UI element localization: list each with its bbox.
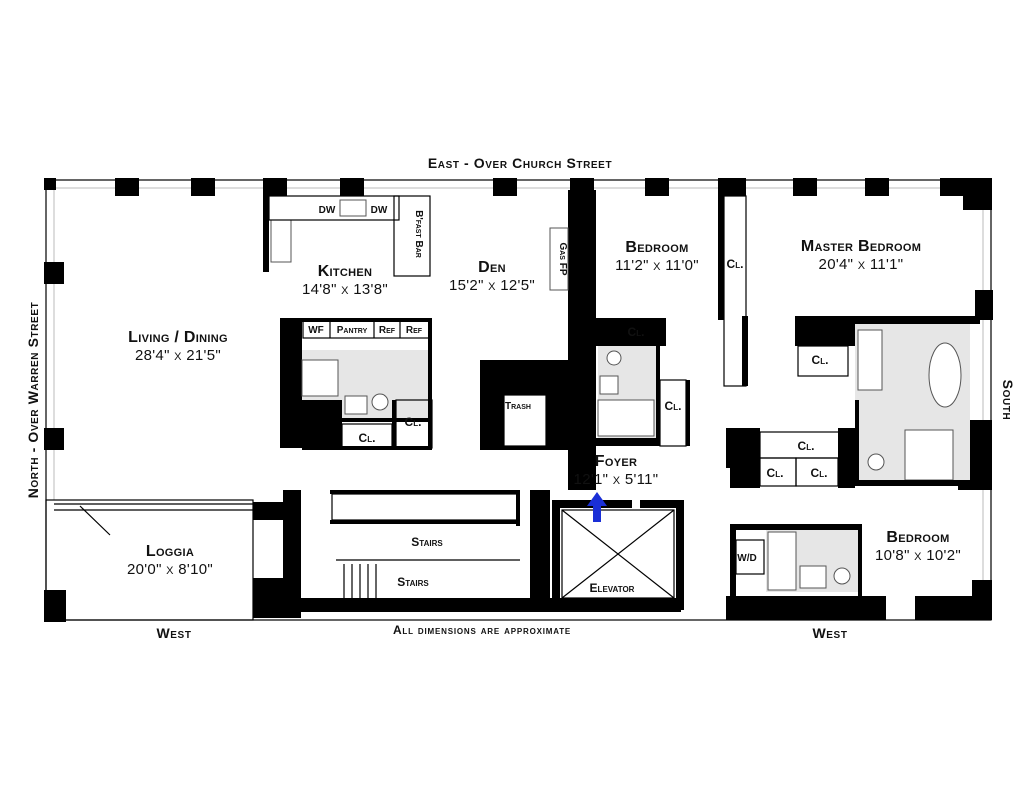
up-arrow-icon	[587, 492, 607, 522]
stairs-label-1: Stairs	[411, 535, 443, 549]
kitchen-dims: 14'8" x 13'8"	[302, 281, 388, 298]
closet-label-master-1: Cl.	[812, 353, 829, 367]
loggia-name: Loggia	[146, 543, 194, 560]
ref-label-2: Ref	[406, 325, 423, 336]
north-street-label: North - Over Warren Street	[25, 302, 41, 499]
bfast-bar-label: B'fast Bar	[413, 210, 424, 258]
closet-label-divider: Cl.	[727, 257, 744, 271]
den-name: Den	[478, 259, 506, 276]
east-facade-columns	[44, 178, 992, 210]
wd-label: W/D	[737, 553, 756, 564]
wf-label: WF	[308, 325, 324, 336]
dw-label-1: DW	[319, 205, 336, 216]
closet-label-kitchen-2: Cl.	[359, 431, 376, 445]
kitchen-area	[263, 192, 431, 277]
dimensions-note: All dimensions are approximate	[393, 623, 571, 637]
bedroom1-name: Bedroom	[625, 239, 688, 256]
bedroom2-dims: 10'8" x 10'2"	[875, 547, 961, 564]
closet-label-master-3: Cl.	[767, 466, 784, 480]
west-street-label-right: West	[812, 625, 847, 641]
living-dims: 28'4" x 21'5"	[135, 347, 221, 364]
living-name: Living / Dining	[128, 329, 228, 346]
kitchen-name: Kitchen	[318, 263, 373, 280]
south-street-label: South	[1000, 380, 1016, 421]
foyer-dims: 12'1" x 5'11"	[574, 471, 659, 488]
master-name: Master Bedroom	[801, 238, 921, 255]
bedroom2-bath	[730, 524, 862, 600]
dw-label-2: DW	[371, 205, 388, 216]
west-street-label-left: West	[156, 625, 191, 641]
loggia-dims: 20'0" x 8'10"	[127, 561, 213, 578]
closet-label-master-2: Cl.	[798, 439, 815, 453]
bedroom1-bath	[596, 318, 690, 447]
stairs-label-2: Stairs	[397, 575, 429, 589]
closet-label-master-4: Cl.	[811, 466, 828, 480]
pantry-label: Pantry	[337, 325, 368, 336]
stair-treads	[336, 559, 520, 598]
divider-closet	[718, 190, 748, 387]
trash-label: Trash	[505, 401, 531, 412]
south-walls	[726, 428, 992, 620]
labels: East - Over Church Street North - Over W…	[25, 155, 1016, 641]
closet-label-bedroom1-bath: Cl.	[665, 399, 682, 413]
bedroom1-dims: 11'2" x 11'0"	[615, 257, 699, 274]
north-facade-columns	[44, 262, 66, 622]
east-street-label: East - Over Church Street	[428, 155, 612, 171]
stairwell	[253, 490, 681, 618]
foyer-name: Foyer	[595, 453, 637, 470]
closet-label-kitchen-1: Cl.	[405, 415, 422, 429]
bedroom2-name: Bedroom	[886, 529, 949, 546]
elevator-label: Elevator	[590, 581, 635, 595]
closet-label-bedroom1: Cl.	[628, 325, 645, 339]
powder-room	[280, 318, 433, 450]
master-dims: 20'4" x 11'1"	[819, 256, 904, 273]
gas-fp-label: Gas FP	[557, 242, 568, 275]
master-closets	[730, 428, 856, 488]
master-bath	[795, 316, 980, 486]
central-core	[480, 190, 596, 490]
den-dims: 15'2" x 12'5"	[449, 277, 535, 294]
loggia-area	[45, 499, 254, 621]
ref-label-1: Ref	[379, 325, 396, 336]
